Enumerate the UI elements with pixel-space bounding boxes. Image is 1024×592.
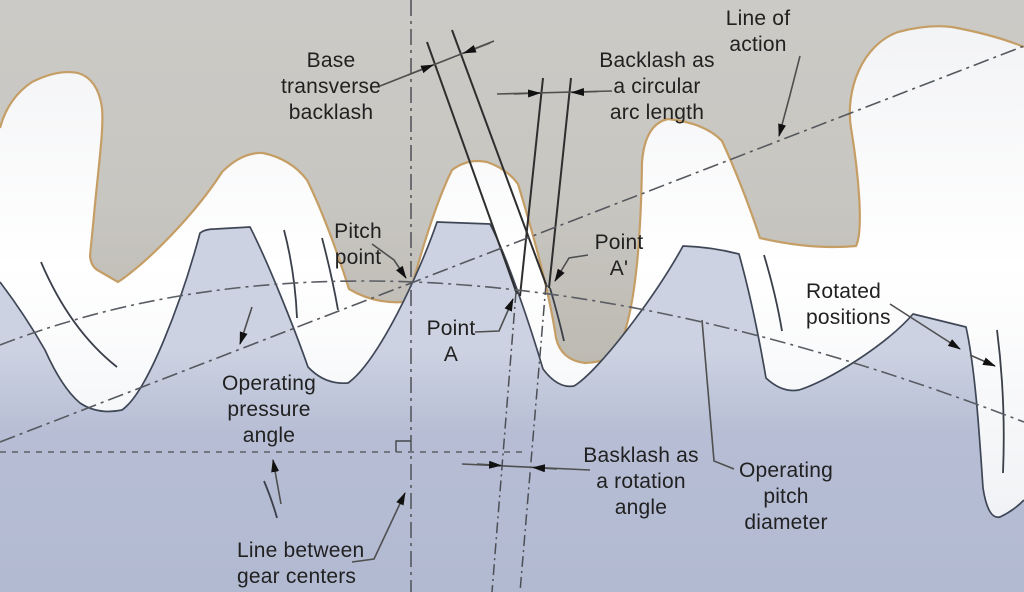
label-line: pressure — [227, 398, 311, 421]
label-line: pitch — [763, 485, 809, 508]
upper-gear-outline — [0, 25, 1024, 365]
pitch-point-leader — [371, 243, 407, 279]
label-line: Line between — [237, 539, 365, 562]
label-line: point — [334, 246, 382, 269]
label-line: diameter — [744, 511, 828, 534]
pressure-angle-arrow — [271, 459, 282, 505]
label-line: Operating — [221, 372, 317, 395]
label-line: Base — [306, 49, 356, 72]
rotated-flank-curve — [40, 261, 118, 368]
label-line: Rotated — [806, 280, 881, 303]
rotation-angle-radial-line-a-prime — [519, 283, 547, 592]
backlash-flank-lines — [426, 29, 572, 297]
label-line: action — [729, 33, 787, 56]
label-base-transverse-backlash: Base transverse backlash — [281, 48, 381, 126]
label-line: Pitch — [334, 220, 382, 243]
label-operating-pressure-angle: Operating pressure angle — [222, 371, 316, 449]
label-line: Backlash as — [599, 49, 715, 72]
rotated-flank-curve — [263, 480, 278, 519]
label-operating-pitch-diameter: Operating pitch diameter — [739, 458, 833, 536]
label-line: a circular — [613, 75, 701, 98]
label-line: Point — [426, 317, 476, 340]
operating-pitch-circle-arc — [0, 280, 1024, 423]
line-of-action-leader — [778, 55, 801, 137]
base-backlash-dim-arrow — [463, 42, 491, 54]
pressure-angle-arrow — [239, 306, 253, 345]
annotation-leaders — [239, 40, 996, 563]
backlash-flank-line — [426, 41, 518, 295]
label-backlash-circular-arc: Backlash as a circular arc length — [599, 48, 714, 126]
gear-centers-leader — [351, 492, 406, 563]
label-line: A' — [609, 257, 629, 280]
label-line: angle — [242, 424, 296, 447]
right-angle-mark — [395, 440, 411, 452]
label-line-between-gear-centers: Line between gear centers — [237, 538, 364, 590]
label-line: Operating — [738, 459, 834, 482]
rotation-angle-radial-line-a — [491, 291, 517, 592]
lower-gear-outline — [0, 221, 1024, 519]
upper-gear-body — [0, 0, 1024, 363]
label-line: a rotation — [596, 470, 686, 493]
label-line: gear centers — [237, 565, 357, 588]
lower-gear-body — [0, 222, 1024, 592]
label-point-a: Point A — [427, 316, 476, 368]
point-a-prime-leader — [554, 254, 589, 282]
rotated-flank-curves — [40, 229, 1005, 519]
label-backlash-rotation-angle: Basklash as a rotation angle — [583, 443, 698, 521]
rotated-flank-curve — [283, 229, 298, 319]
rotated-flank-curve — [549, 287, 565, 342]
label-line: Point — [594, 231, 644, 254]
label-pitch-point: Pitch point — [334, 219, 382, 271]
rotated-positions-leader — [969, 354, 996, 367]
arc-length-dim-arrow — [571, 88, 599, 97]
label-line: transverse — [280, 75, 382, 98]
label-line: angle — [614, 496, 668, 519]
label-rotated-positions: Rotated positions — [806, 279, 891, 331]
backlash-flank-line — [451, 29, 548, 288]
point-a-leader — [474, 298, 514, 333]
label-point-a-prime: Point A' — [595, 230, 644, 282]
label-line: backlash — [288, 101, 374, 124]
label-line-of-action: Line of action — [726, 6, 790, 58]
label-line: positions — [806, 306, 891, 329]
line-of-action-line — [0, 45, 1024, 443]
rotated-flank-curve — [321, 237, 339, 311]
rotated-flank-curve — [763, 254, 783, 332]
label-line: arc length — [609, 101, 705, 124]
backlash-flank-line — [548, 77, 572, 289]
rotated-flank-curve — [996, 329, 1005, 474]
label-line: Line of — [725, 7, 791, 30]
rotation-angle-dim-arrow — [532, 464, 558, 473]
label-line: Basklash as — [583, 444, 699, 467]
pitch-diameter-leader — [701, 319, 735, 470]
base-backlash-dim-arrow — [407, 64, 434, 76]
arc-length-dim-arrow — [513, 89, 541, 98]
label-line: A — [443, 343, 459, 366]
backlash-flank-line — [519, 77, 544, 297]
rotation-angle-dim-arrow — [476, 460, 502, 469]
rotated-positions-leader — [889, 303, 961, 350]
